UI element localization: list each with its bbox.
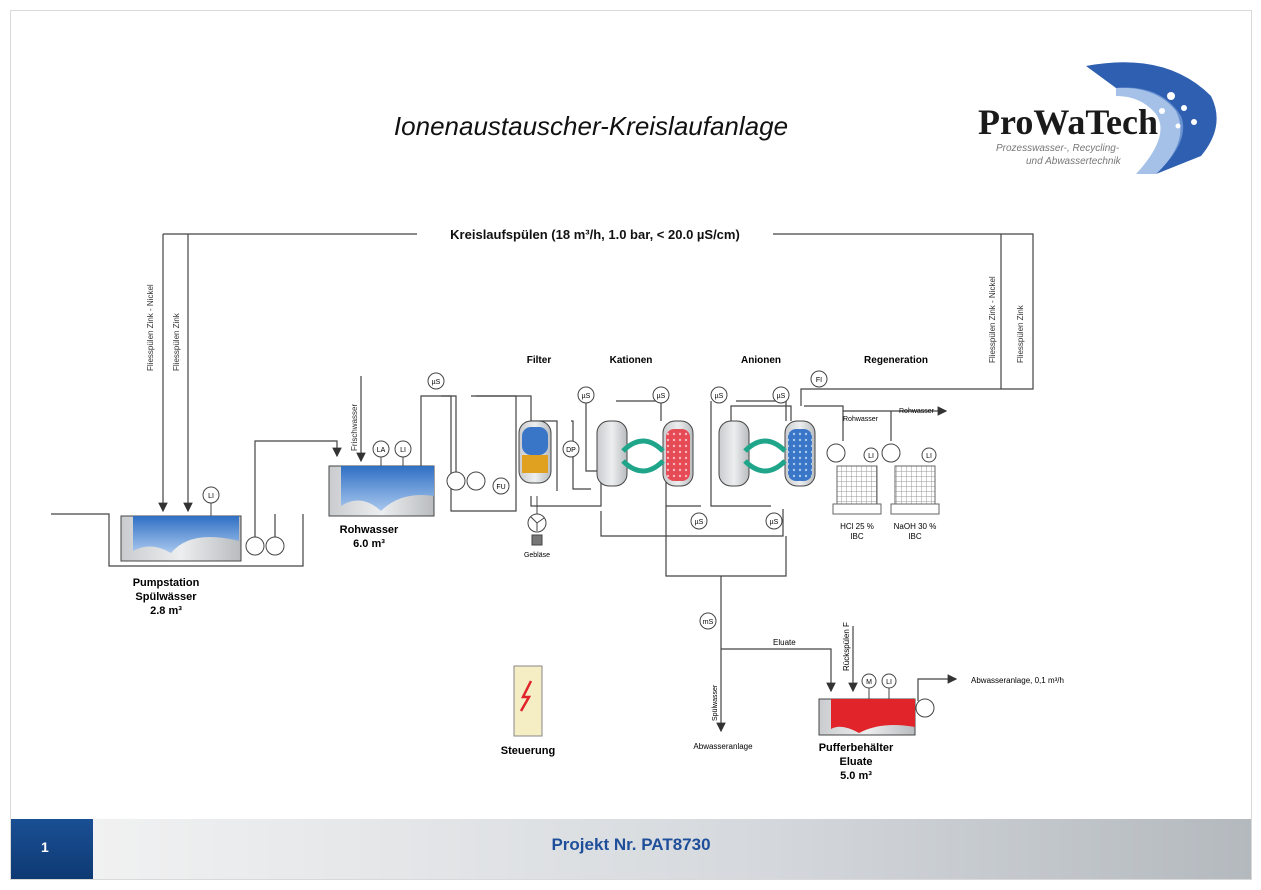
- fu-label: FU: [496, 484, 505, 491]
- ms-label: mS: [703, 619, 714, 626]
- anion-circ-arrow: [743, 438, 787, 474]
- logo-tagline-1: Prozesswasser-, Recycling-: [996, 143, 1120, 154]
- filter-vessel: [518, 420, 552, 484]
- pump-1: [245, 536, 285, 556]
- us-label-1: µS: [432, 379, 441, 386]
- hcl-line2: IBC: [850, 532, 864, 541]
- rohwasser-line2: 6.0 m³: [353, 538, 385, 550]
- ruckspulen-label: Rückspülen F: [842, 622, 851, 671]
- steuerung-cabinet: [513, 665, 543, 737]
- header-kationen: Kationen: [610, 355, 653, 366]
- us-instruments: [577, 370, 828, 530]
- pumpstation-line3: 2.8 m³: [150, 605, 182, 617]
- us-label-6: µS: [695, 519, 704, 526]
- process-diagram: Kreislaufspülen (18 m³/h, 1.0 bar, < 20.…: [51, 227, 1064, 782]
- rohwasser-in-1: Rohwasser: [843, 416, 879, 423]
- logo-name: ProWaTech: [978, 102, 1158, 142]
- naoh-line1: NaOH 30 %: [894, 522, 937, 531]
- page-number: 1: [41, 839, 49, 855]
- abwasser-bottom-label: Abwasseranlage: [693, 742, 753, 751]
- puffer-instruments: [861, 673, 935, 718]
- cation-vessel-2: [662, 420, 694, 487]
- hcl-ibc: [832, 465, 882, 515]
- la-label: LA: [377, 447, 386, 454]
- li-label-4: LI: [926, 453, 932, 460]
- anion-vessel-1: [718, 420, 750, 487]
- li-label: LI: [208, 493, 214, 500]
- us-label-4: µS: [715, 393, 724, 400]
- left-vlabel-2: Fliesspülen Zink: [172, 312, 181, 371]
- frischwasser-label: Frischwasser: [350, 404, 359, 451]
- right-vlabel-2: Fliesspülen Zink: [1016, 304, 1025, 363]
- logo-tagline-2: und Abwassertechnik: [1026, 156, 1122, 167]
- us-label-5: µS: [777, 393, 786, 400]
- page-number-box: 1: [11, 819, 93, 879]
- loop-line: [163, 233, 1034, 406]
- header-anionen: Anionen: [741, 355, 781, 366]
- right-vlabel-1: Fliesspülen Zink - Nickel: [988, 276, 997, 363]
- slide-title: Ionenaustauscher-Kreislaufanlage: [393, 111, 789, 141]
- rohwasser-tank: [328, 465, 435, 517]
- cation-circ-arrow: [621, 438, 665, 474]
- pumpstation-li: [202, 486, 220, 516]
- hcl-line1: HCl 25 %: [840, 522, 874, 531]
- dp-label: DP: [566, 447, 576, 454]
- feed-pumps: [446, 471, 486, 491]
- geblaese-icon: [527, 496, 547, 546]
- spulwasser-label: Spülwasser: [712, 684, 719, 721]
- fi-label: FI: [816, 377, 822, 384]
- cation-vessel-1: [596, 420, 628, 487]
- li-label-2: LI: [400, 447, 406, 454]
- left-vlabel-1: Fliesspülen Zink - Nickel: [146, 284, 155, 371]
- us-label-2: µS: [582, 393, 591, 400]
- project-number: Projekt Nr. PAT8730: [551, 835, 711, 854]
- header-regeneration: Regeneration: [864, 355, 928, 366]
- puffer-tank: [818, 698, 916, 736]
- anion-vessel-2: [784, 420, 816, 487]
- geblaese-label: Gebläse: [524, 552, 550, 559]
- header-filter: Filter: [527, 355, 552, 366]
- pumpstation-line1: Pumpstation: [133, 577, 200, 589]
- us-label-7: µS: [770, 519, 779, 526]
- naoh-line2: IBC: [908, 532, 922, 541]
- puffer-line3: 5.0 m³: [840, 770, 872, 782]
- steuerung-label: Steuerung: [501, 745, 555, 757]
- rohwasser-instruments: [372, 440, 412, 466]
- puffer-line1: Pufferbehälter: [819, 742, 894, 754]
- prowatech-logo: ProWaTech Prozesswasser-, Recycling- und…: [978, 62, 1217, 174]
- li-label-5: LI: [886, 679, 892, 686]
- regen-pumps: [826, 443, 937, 463]
- eluate-line-label: Eluate: [773, 638, 796, 647]
- naoh-ibc: [890, 465, 940, 515]
- loop-label: Kreislaufspülen (18 m³/h, 1.0 bar, < 20.…: [450, 227, 740, 242]
- puffer-line2: Eluate: [839, 756, 872, 768]
- pumpstation-line2: Spülwässer: [135, 591, 197, 603]
- abwasser-right-label: Abwasseranlage, 0,1 m³/h: [971, 676, 1064, 685]
- us-label-3: µS: [657, 393, 666, 400]
- slide: Ionenaustauscher-Kreislaufanlage ProWaTe…: [10, 10, 1252, 880]
- pumpstation-basin: [120, 515, 242, 562]
- rohwasser-in-2: Rohwasser: [899, 408, 935, 415]
- m-label: M: [866, 679, 872, 686]
- rohwasser-line1: Rohwasser: [340, 524, 399, 536]
- footer-bar: 1 Projekt Nr. PAT8730: [11, 819, 1251, 879]
- li-label-3: LI: [868, 453, 874, 460]
